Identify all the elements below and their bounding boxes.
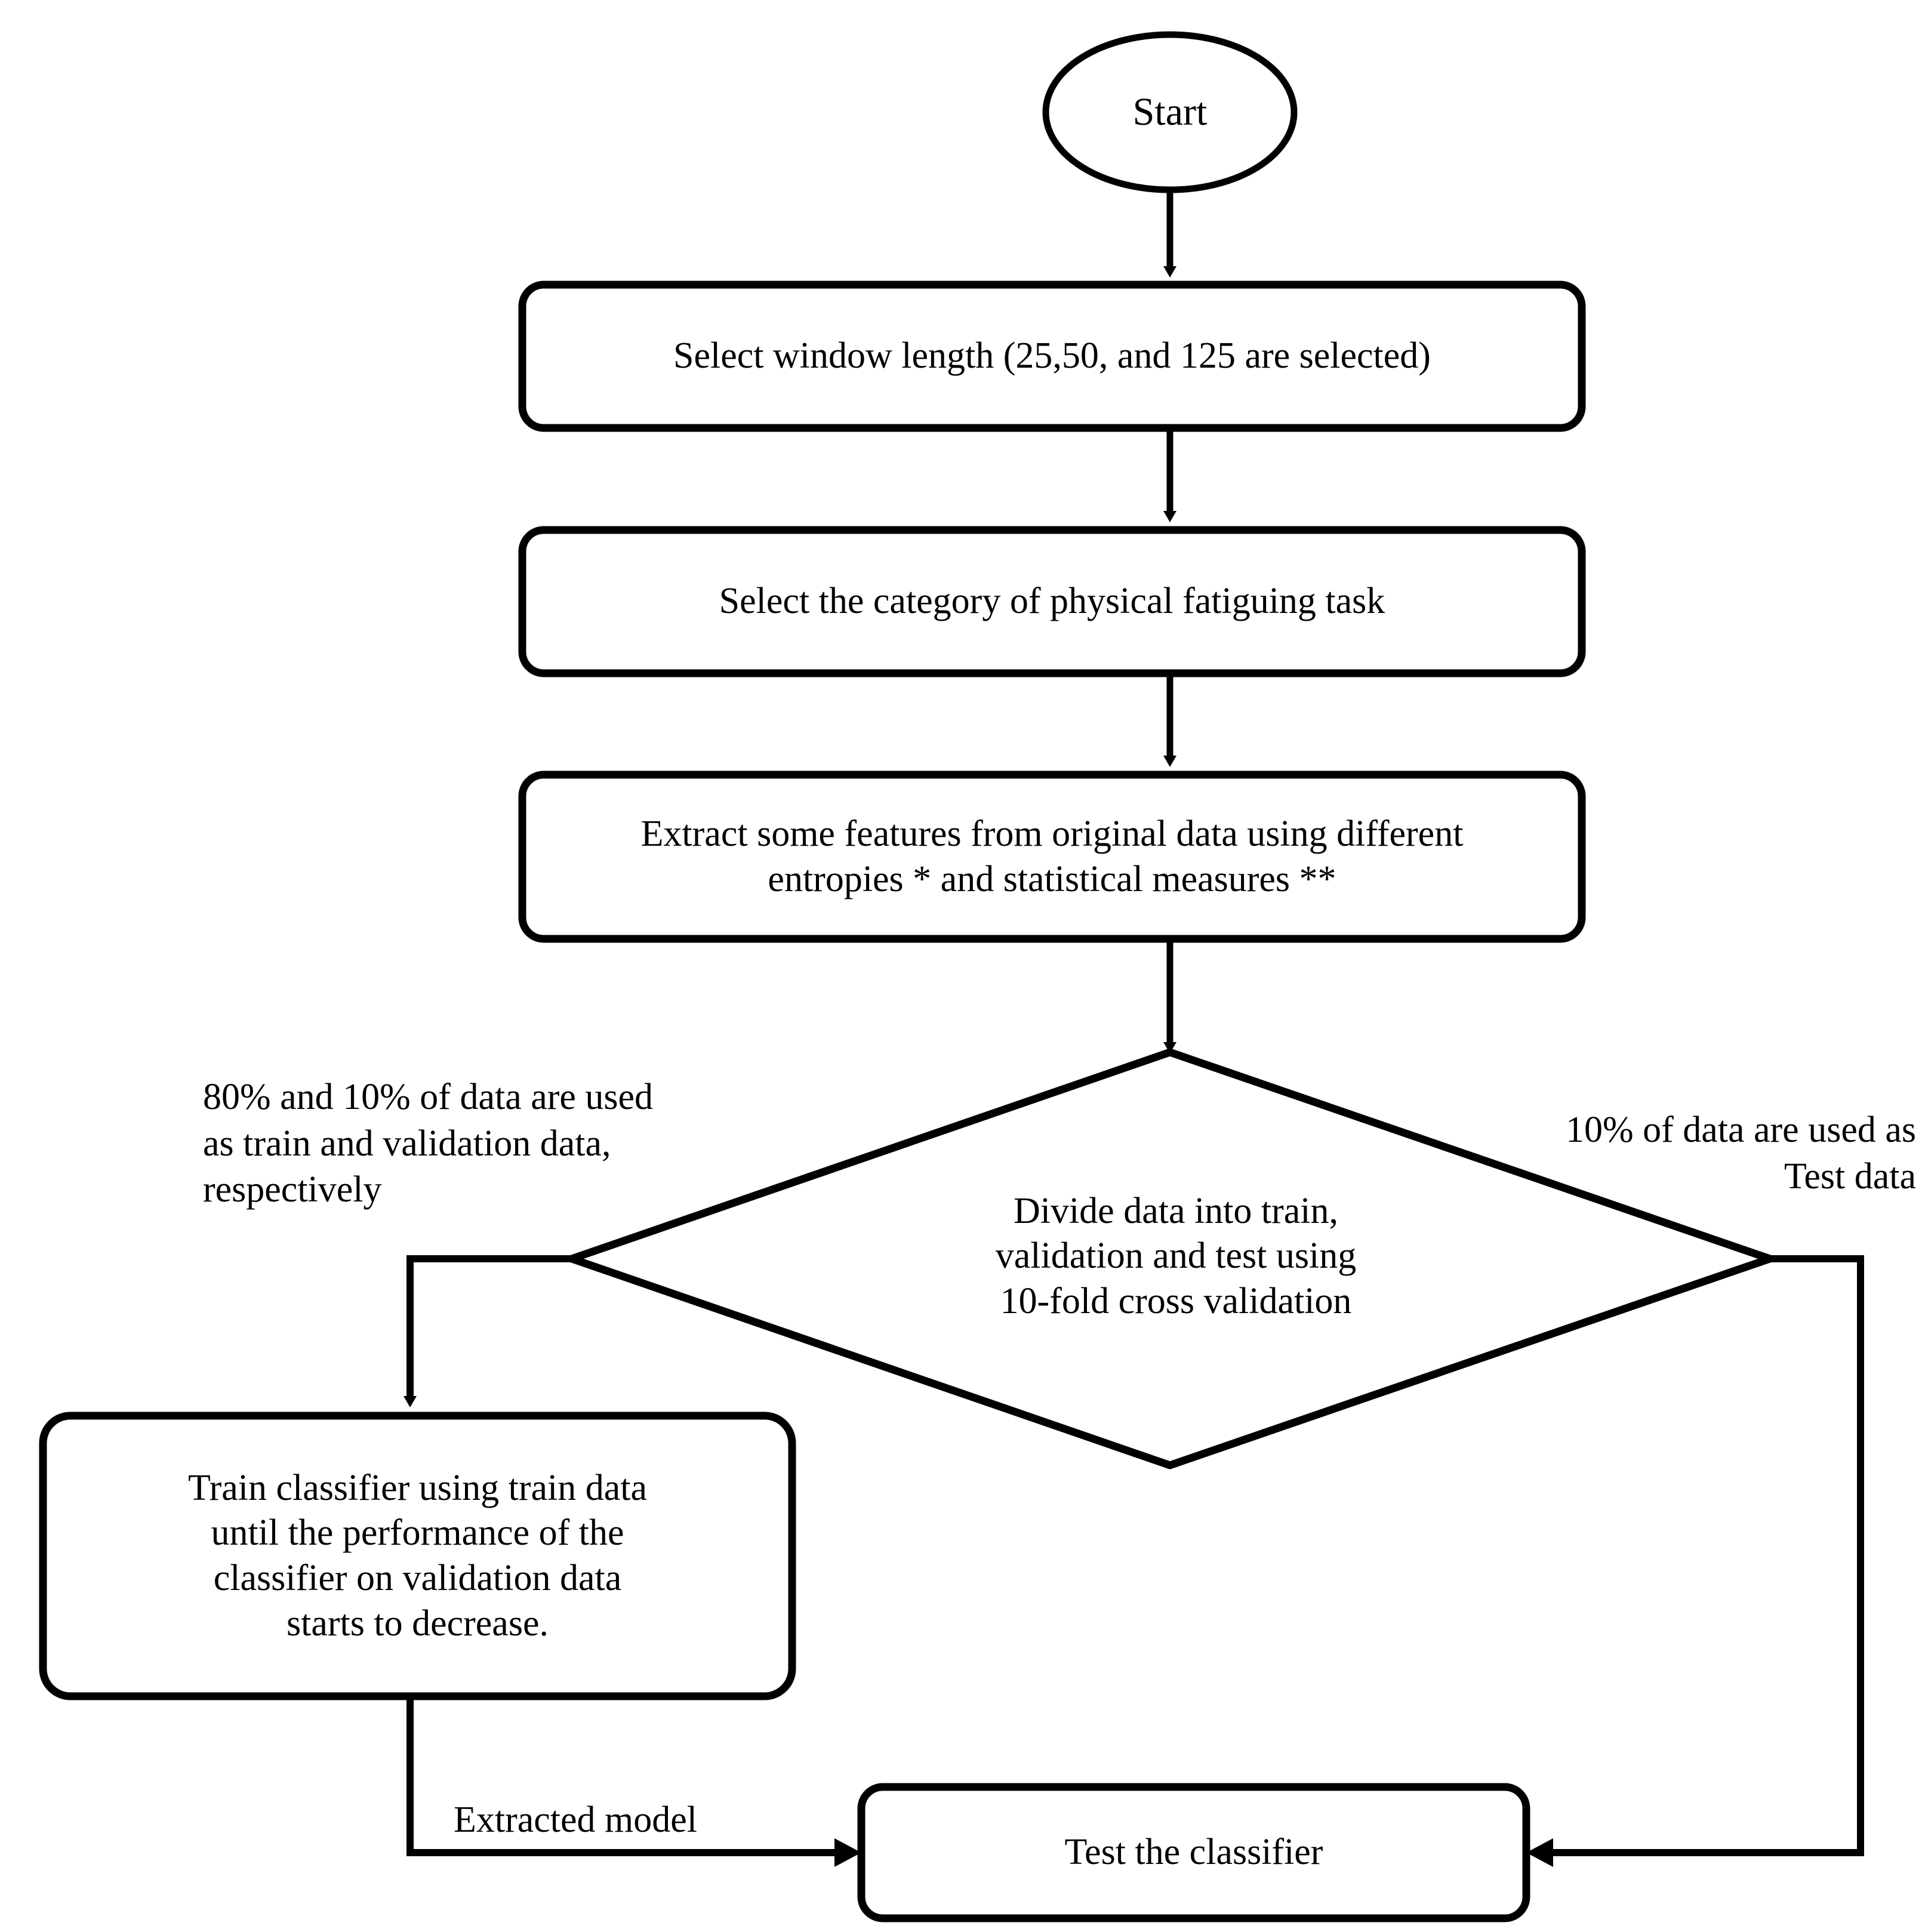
node-test-shape (857, 1783, 1530, 1922)
node-window-shape (518, 281, 1586, 432)
edge-divide-to-test (1552, 1255, 1864, 1856)
edge-train-to-test-arrowhead (834, 1838, 861, 1867)
edge-divide-to-test-arrowhead (1526, 1838, 1553, 1867)
node-features[interactable] (522, 775, 1582, 939)
node-category-shape (518, 526, 1586, 677)
node-test[interactable] (861, 1787, 1526, 1918)
node-start-shape (1042, 31, 1298, 193)
node-category[interactable] (522, 530, 1582, 673)
node-start[interactable] (1046, 35, 1294, 190)
node-train-shape (39, 1412, 796, 1700)
node-window[interactable] (522, 285, 1582, 428)
edge-train-to-test (406, 1696, 836, 1856)
node-train[interactable] (43, 1416, 792, 1696)
node-divide-shape (560, 1048, 1782, 1469)
node-features-shape (518, 771, 1586, 943)
annotation-right-split: 10% of data are used as Test data (1565, 1110, 1916, 1197)
annotation-left-split: 80% and 10% of data are used as train an… (203, 1077, 654, 1210)
node-divide[interactable] (572, 1052, 1770, 1465)
edge-divide-to-train (404, 1255, 572, 1407)
edge-label-extracted-model: Extracted model (454, 1799, 697, 1840)
